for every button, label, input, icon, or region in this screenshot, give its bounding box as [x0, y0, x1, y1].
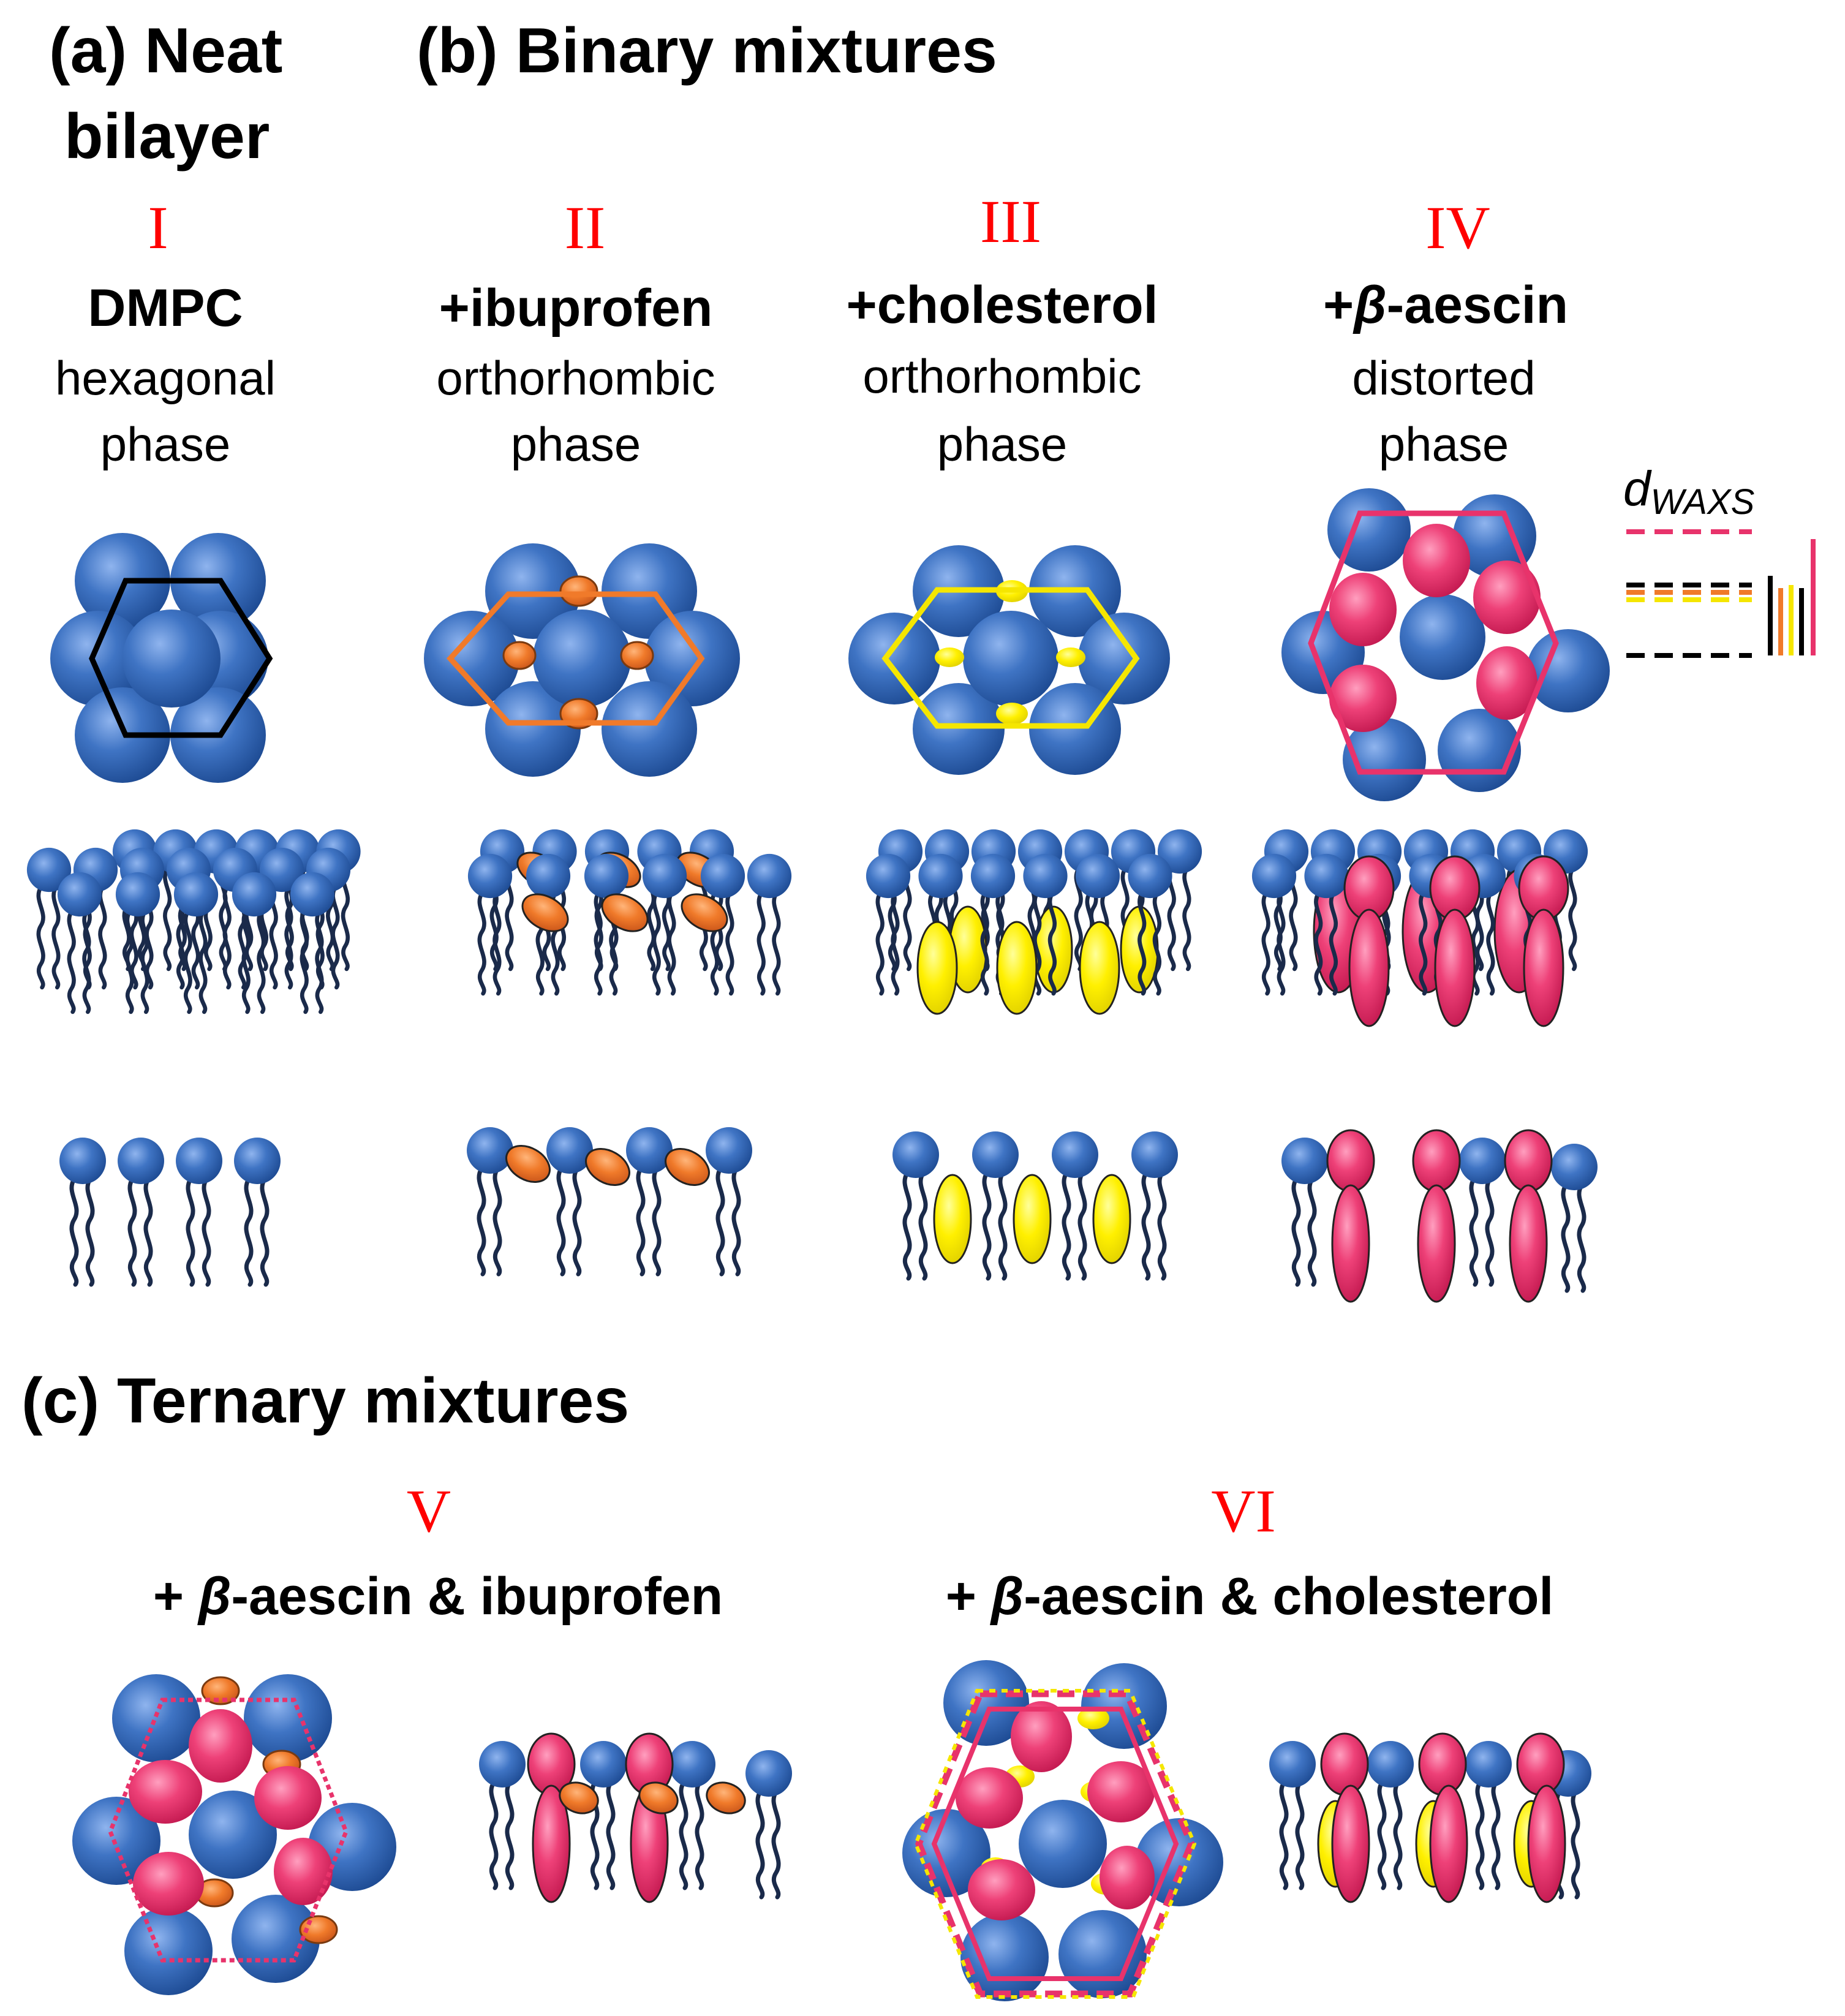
roman-I: I [148, 194, 168, 262]
heading-a-line1: (a) Neat [49, 15, 282, 86]
top-view-dmpc [50, 533, 273, 783]
monolayer-aescin-ibuprofen [479, 1732, 792, 1903]
name-VI: + β-aescin & cholesterol [946, 1567, 1554, 1626]
hexagon-ibuprofen [446, 591, 705, 726]
name-I: DMPC [88, 279, 243, 338]
phase-IV-line1: distorted [1352, 351, 1535, 405]
panel-I-labels: I DMPC hexagonal phase [55, 194, 276, 471]
bilayer-3d-dmpc [27, 829, 361, 1012]
phase-III-line1: orthorhombic [862, 349, 1141, 403]
phase-III-line2: phase [937, 417, 1068, 471]
hexagon-dmpc [89, 578, 273, 738]
hexagon-aescin-ibuprofen [108, 1697, 349, 1963]
dwaxs-label: dWAXS [1623, 461, 1755, 522]
hexagon-aescin-cholesterol-yellow [913, 1689, 1197, 1999]
name-IV: +β-aescin [1323, 276, 1568, 334]
roman-IV: IV [1425, 194, 1490, 262]
panel-V-labels: V + β-aescin & ibuprofen [153, 1477, 723, 1626]
heading-c: (c) Ternary mixtures [21, 1365, 629, 1436]
phase-IV-line2: phase [1379, 417, 1509, 471]
monolayer-ibuprofen [467, 1127, 752, 1274]
panel-VI-labels: VI + β-aescin & cholesterol [946, 1477, 1554, 1626]
top-view-ibuprofen [424, 543, 740, 777]
panel-III-labels: III +cholesterol orthorhombic phase [846, 187, 1158, 471]
bilayer-3d-cholesterol [866, 829, 1202, 1015]
top-view-aescin [1281, 488, 1610, 801]
monolayer-aescin [1281, 1129, 1598, 1303]
panel-II-labels: II +ibuprofen orthorhombic phase [436, 194, 715, 471]
phase-I-line1: hexagonal [55, 351, 276, 405]
phase-II-line1: orthorhombic [436, 351, 715, 405]
dwaxs-legend: dWAXS [1623, 461, 1816, 658]
monolayer-aescin-cholesterol [1269, 1732, 1591, 1903]
heading-b: (b) Binary mixtures [417, 15, 997, 86]
name-V: + β-aescin & ibuprofen [153, 1567, 723, 1626]
monolayer-cholesterol [892, 1131, 1178, 1278]
phase-II-line2: phase [511, 417, 641, 471]
bilayer-3d-ibuprofen [468, 829, 791, 994]
name-III: +cholesterol [846, 276, 1158, 334]
hexagon-aescin-cholesterol-inner [931, 1707, 1179, 1981]
name-II: +ibuprofen [439, 279, 713, 338]
phase-I-line2: phase [100, 417, 231, 471]
top-view-aescin-cholesterol [902, 1660, 1223, 2001]
panel-IV-labels: IV +β-aescin distorted phase [1323, 194, 1568, 471]
roman-V: V [407, 1477, 451, 1545]
roman-III: III [980, 187, 1041, 255]
top-view-cholesterol [848, 545, 1170, 775]
hexagon-aescin [1308, 510, 1559, 775]
bilayer-3d-aescin [1252, 829, 1588, 1027]
top-view-aescin-ibuprofen [72, 1674, 396, 1995]
hexagon-aescin-cholesterol-outer [915, 1690, 1195, 1998]
roman-VI: VI [1211, 1477, 1276, 1545]
heading-a-line2: bilayer [64, 101, 270, 172]
monolayer-dmpc [59, 1138, 281, 1285]
roman-II: II [565, 194, 606, 262]
hexagon-cholesterol [881, 587, 1140, 729]
